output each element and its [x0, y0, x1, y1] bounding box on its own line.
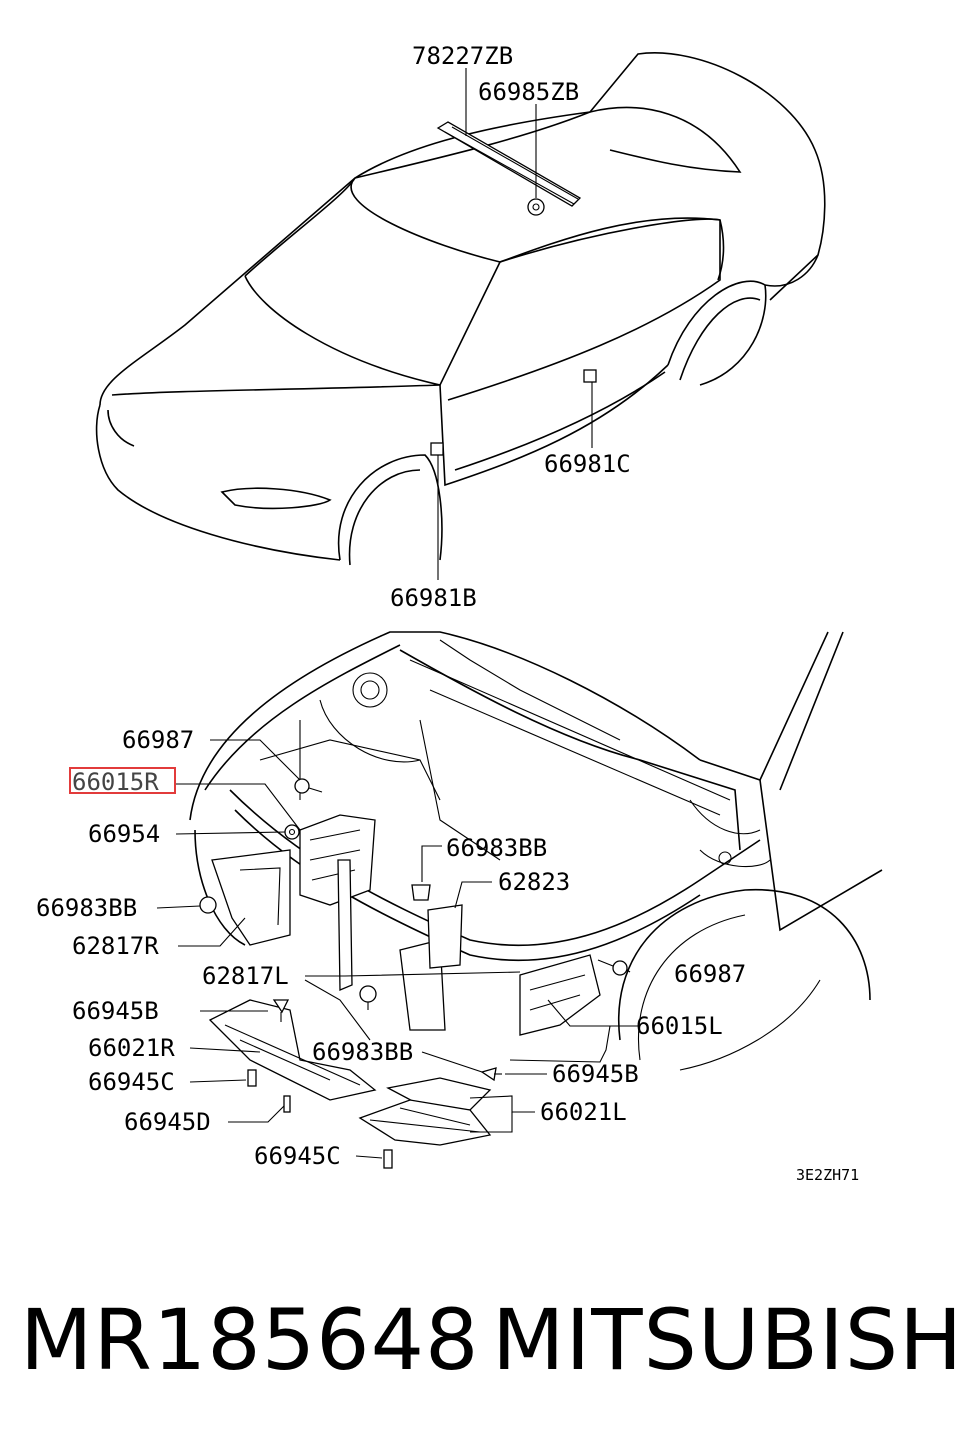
- brand-name: MITSUBISHI: [492, 1291, 960, 1389]
- fastener-66945C-a: [247, 1069, 257, 1087]
- fastener-66945B-a: [272, 999, 290, 1022]
- fastener-clip-66983BB-c: [359, 985, 377, 1010]
- part-number: MR185648: [20, 1291, 480, 1389]
- fastener-66945C-b: [383, 1149, 393, 1169]
- label-66983BB-c: 66983BB: [312, 1038, 413, 1066]
- fastener-bolt-66987-left: [294, 778, 323, 794]
- fastener-bolt-66987-right: [597, 959, 628, 976]
- label-66987-right: 66987: [674, 960, 746, 988]
- label-62823: 62823: [498, 868, 570, 896]
- fastener-66954: [284, 824, 300, 840]
- label-66945C-b: 66945C: [254, 1142, 341, 1170]
- fastener-66945B-b: [480, 1067, 502, 1082]
- fastener-66945D: [283, 1095, 291, 1113]
- label-66945D: 66945D: [124, 1108, 211, 1136]
- label-66015L: 66015L: [636, 1012, 723, 1040]
- label-66945B-a: 66945B: [72, 997, 159, 1025]
- label-66983BB-a: 66983BB: [446, 834, 547, 862]
- bottom-leader-lines: [156, 739, 640, 1159]
- label-66021R: 66021R: [88, 1034, 175, 1062]
- fastener-clip-66983BB-a: [411, 884, 431, 901]
- label-66987-left: 66987: [122, 726, 194, 754]
- top-leader-lines: [437, 68, 593, 580]
- diagram-code: 3E2ZH71: [796, 1166, 859, 1184]
- label-66981B: 66981B: [390, 584, 477, 612]
- fastener-clip-66983BB-b: [199, 896, 217, 914]
- label-62817R: 62817R: [72, 932, 159, 960]
- callout-labels: 78227ZB 66985ZB 66981C 66981B 66987 6601…: [36, 42, 859, 1184]
- car-body-illustration: [95, 52, 826, 566]
- label-66945C-a: 66945C: [88, 1068, 175, 1096]
- label-66983BB-b: 66983BB: [36, 894, 137, 922]
- caption: MR185648 MITSUBISHI: [0, 1285, 960, 1395]
- engine-bay-illustration: [189, 631, 883, 1169]
- highlight-box: [69, 767, 176, 794]
- label-78227ZB: 78227ZB: [412, 42, 513, 70]
- label-66954: 66954: [88, 820, 160, 848]
- label-66981C: 66981C: [544, 450, 631, 478]
- parts-diagram: 78227ZB 66985ZB 66981C 66981B 66987 6601…: [36, 42, 883, 1184]
- label-66021L: 66021L: [540, 1098, 627, 1126]
- label-66985ZB: 66985ZB: [478, 78, 579, 106]
- label-62817L: 62817L: [202, 962, 289, 990]
- label-66945B-b: 66945B: [552, 1060, 639, 1088]
- label-66015R: 66015R: [72, 768, 159, 796]
